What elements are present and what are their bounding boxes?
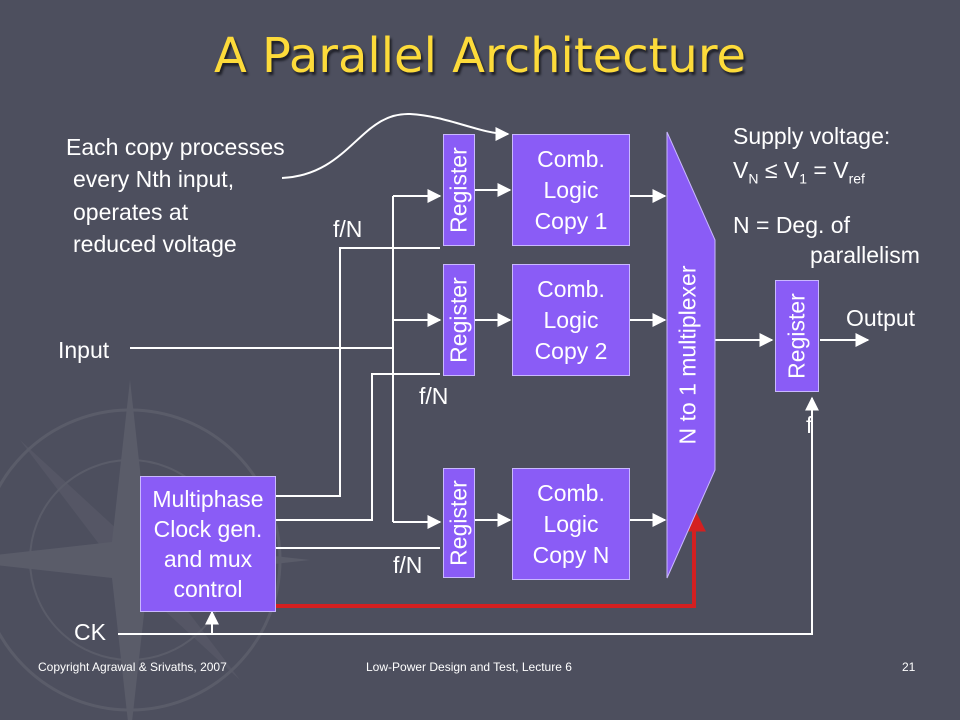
annotation-line-1: Each copy processes xyxy=(66,134,285,160)
supply-voltage-relation: VN ≤ V1 = Vref xyxy=(733,157,865,187)
register-n-label: Register xyxy=(445,480,472,566)
annotation-line-3: operates at xyxy=(73,199,189,225)
slide-title: A Parallel Architecture xyxy=(213,28,747,84)
parallelism-line-1: N = Deg. of xyxy=(733,212,850,238)
input-label: Input xyxy=(58,337,110,363)
parallelism-line-2: parallelism xyxy=(810,242,920,268)
register-n xyxy=(443,468,475,578)
annotation-line-4: reduced voltage xyxy=(73,231,237,257)
f-over-n-label-3: f/N xyxy=(393,552,423,578)
register-1-label: Register xyxy=(445,147,472,233)
output-register-label: Register xyxy=(783,293,810,379)
register-1 xyxy=(443,134,475,246)
f-label: f xyxy=(806,412,813,438)
register-2 xyxy=(443,264,475,376)
f-over-n-label-2: f/N xyxy=(419,383,449,409)
output-register xyxy=(775,280,819,392)
page-number: 21 xyxy=(902,660,916,674)
annotation-line-2: every Nth input, xyxy=(73,166,235,192)
register-2-label: Register xyxy=(445,277,472,363)
ck-label: CK xyxy=(74,619,106,645)
footer-copyright: Copyright Agrawal & Srivaths, 2007 xyxy=(38,660,227,674)
output-label: Output xyxy=(846,305,916,331)
f-over-n-label-1: f/N xyxy=(333,216,363,242)
footer-course: Low-Power Design and Test, Lecture 6 xyxy=(366,660,572,674)
supply-voltage-label: Supply voltage: xyxy=(733,123,891,149)
multiplexer-label: N to 1 multiplexer xyxy=(674,265,701,445)
